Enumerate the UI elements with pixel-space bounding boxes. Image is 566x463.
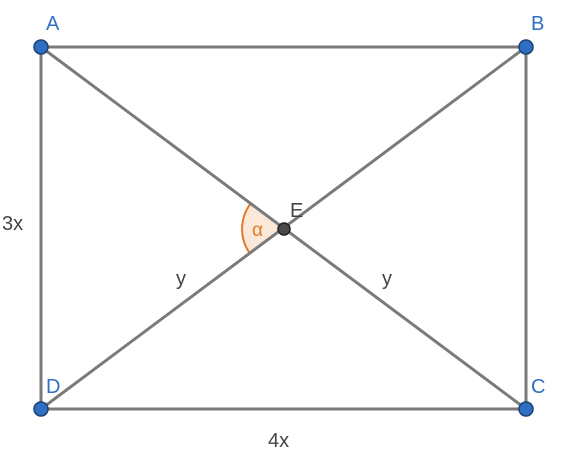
vertex-b-label: B — [531, 13, 544, 35]
vertex-c-label: C — [531, 376, 545, 398]
side-bottom-label: 4x — [268, 430, 289, 452]
vertex-a-label: A — [46, 13, 60, 35]
segment-de-label: y — [176, 268, 186, 290]
vertex-a-point — [33, 39, 49, 55]
segment-ec-label: y — [382, 268, 392, 290]
angle-alpha-label: α — [252, 220, 263, 241]
side-left-label: 3x — [2, 213, 23, 235]
angle-alpha-arc — [241, 203, 252, 254]
vertex-d-point — [33, 401, 49, 417]
vertex-b-point — [518, 39, 534, 55]
vertex-d-label: D — [46, 376, 60, 398]
vertex-e-label: E — [290, 200, 303, 222]
vertex-c-point — [518, 401, 534, 417]
vertex-e-point — [277, 222, 291, 236]
angle-alpha-sector — [242, 204, 284, 254]
